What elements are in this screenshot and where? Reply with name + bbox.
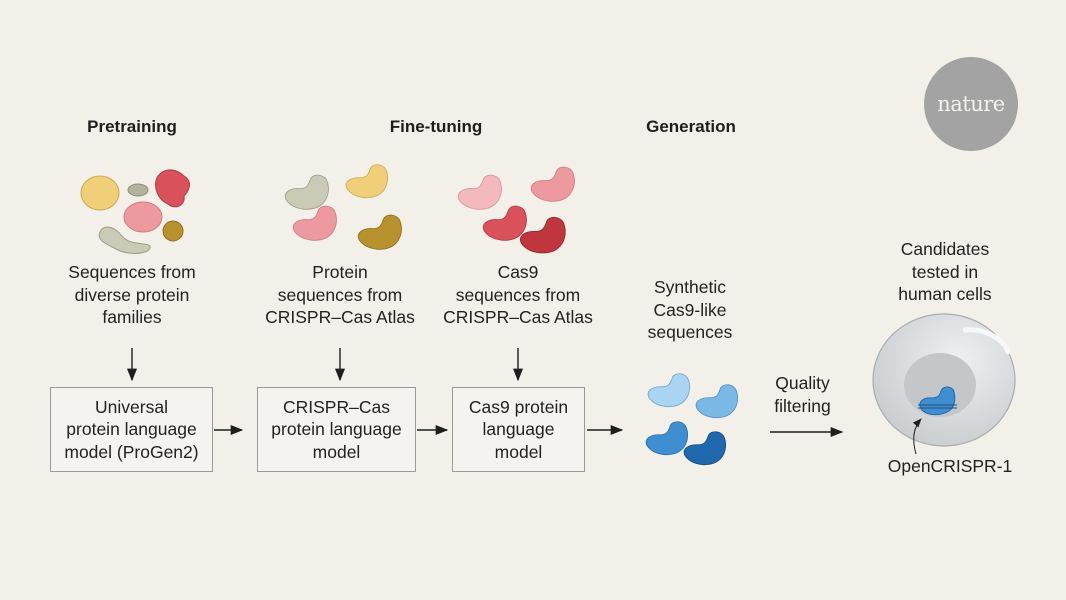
box-line: CRISPR–Cas xyxy=(283,396,390,417)
stage-title-finetuning: Fine-tuning xyxy=(389,117,483,136)
caption-synthetic: Synthetic Cas9-like sequences xyxy=(630,276,750,344)
protein-blob-sage-long xyxy=(98,226,151,254)
caption-line: Quality xyxy=(775,373,830,393)
box-crispr-model: CRISPR–Cas protein language model xyxy=(257,387,416,472)
box-universal-model: Universal protein language model (ProGen… xyxy=(50,387,213,472)
cell-highlight xyxy=(962,327,1011,355)
protein-blob-red xyxy=(155,169,190,208)
box-line: model xyxy=(312,441,361,462)
quality-filtering-label: Quality filtering xyxy=(760,372,845,417)
caption-line: sequences from xyxy=(455,284,581,305)
stage-title-pretraining: Pretraining xyxy=(87,117,177,136)
caption-line: CRISPR–Cas Atlas xyxy=(443,307,593,327)
caption-line: sequences xyxy=(647,322,733,342)
synthetic-proteins-illustration xyxy=(645,373,739,466)
crispr-atlas-proteins-illustration xyxy=(284,164,402,250)
caption-candidates: Candidates tested in human cells xyxy=(880,238,1010,306)
caption-line: diverse protein xyxy=(74,284,190,305)
caption-line: Protein xyxy=(312,262,368,282)
box-line: Cas9 protein xyxy=(468,396,569,417)
caption-line: filtering xyxy=(774,395,831,416)
caption-line: Cas9-like xyxy=(653,299,727,320)
caption-cas9-atlas: Cas9 sequences from CRISPR–Cas Atlas xyxy=(418,261,618,329)
caption-line: families xyxy=(102,307,162,327)
box-line: model xyxy=(494,441,543,462)
box-line: Universal xyxy=(95,396,168,417)
protein-blob-sage-small xyxy=(127,183,149,197)
logo-text: nature xyxy=(937,92,1005,116)
protein-blob-ochre xyxy=(162,220,184,242)
caption-line: Candidates xyxy=(900,239,990,259)
caption-diverse-families: Sequences from diverse protein families xyxy=(32,261,232,329)
caption-line: sequences from xyxy=(277,284,403,305)
caption-line: Synthetic xyxy=(654,277,726,297)
caption-line: tested in xyxy=(911,261,979,282)
caption-line: CRISPR–Cas Atlas xyxy=(265,307,415,327)
caption-line: human cells xyxy=(898,284,992,304)
nature-logo: nature xyxy=(924,57,1018,151)
box-line: protein language xyxy=(271,419,402,440)
label-pointer xyxy=(912,418,922,455)
protein-blob-yellow xyxy=(80,175,120,211)
box-cas9-model: Cas9 protein language model xyxy=(452,387,585,472)
opencrispr-label: OpenCRISPR-1 xyxy=(887,456,1013,476)
stage-title-generation: Generation xyxy=(646,117,736,136)
caption-crispr-atlas: Protein sequences from CRISPR–Cas Atlas xyxy=(240,261,440,329)
box-line: language xyxy=(482,419,555,440)
diverse-proteins-illustration xyxy=(80,169,190,254)
caption-line: Sequences from xyxy=(68,262,196,282)
box-line: model (ProGen2) xyxy=(64,441,199,462)
human-cell-illustration xyxy=(872,313,1016,455)
cas9-proteins-illustration xyxy=(457,166,575,254)
caption-line: Cas9 xyxy=(497,262,539,282)
box-line: protein language xyxy=(66,419,197,440)
protein-blob-pink xyxy=(123,201,163,233)
